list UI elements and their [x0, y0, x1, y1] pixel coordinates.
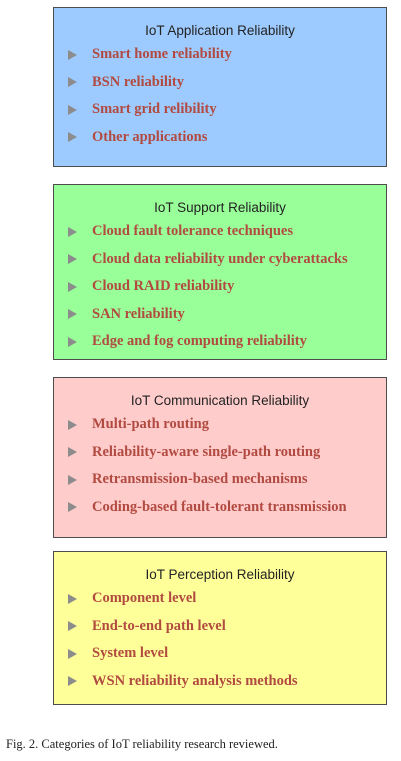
- triangle-bullet-icon: [68, 593, 77, 604]
- triangle-bullet-icon: [68, 648, 77, 659]
- triangle-bullet-icon: [68, 502, 77, 513]
- item-label: SAN reliability: [92, 305, 185, 322]
- list-item: End-to-end path level: [68, 613, 386, 641]
- list-item: Cloud fault tolerance techniques: [68, 218, 386, 246]
- item-label: Edge and fog computing reliability: [92, 333, 307, 350]
- list-item: System level: [68, 640, 386, 668]
- list-item: WSN reliability analysis methods: [68, 668, 386, 696]
- item-label: End-to-end path level: [92, 617, 226, 634]
- panel-title: IoT Support Reliability: [154, 200, 286, 215]
- list-item: BSN reliability: [68, 69, 386, 97]
- list-item: Component level: [68, 585, 386, 613]
- triangle-bullet-icon: [68, 49, 77, 60]
- list-item: Smart home reliability: [68, 41, 386, 69]
- list-item: Coding-based fault-tolerant transmission: [68, 494, 386, 522]
- triangle-bullet-icon: [68, 132, 77, 143]
- list-item: Reliability-aware single-path routing: [68, 439, 386, 467]
- triangle-bullet-icon: [68, 226, 77, 237]
- triangle-bullet-icon: [68, 254, 77, 265]
- panel-title: IoT Application Reliability: [145, 23, 295, 38]
- list-item: Smart grid relibility: [68, 96, 386, 124]
- triangle-bullet-icon: [68, 77, 77, 88]
- item-label: Coding-based fault-tolerant transmission: [92, 498, 347, 515]
- item-label: Multi-path routing: [92, 416, 209, 433]
- item-label: BSN reliability: [92, 73, 184, 90]
- panel-perception-reliability: IoT Perception Reliability Component lev…: [53, 551, 387, 705]
- item-label: Cloud RAID reliability: [92, 278, 235, 295]
- triangle-bullet-icon: [68, 336, 77, 347]
- item-label: Other applications: [92, 128, 208, 145]
- list-item: Cloud RAID reliability: [68, 273, 386, 301]
- item-label: Component level: [92, 590, 197, 607]
- list-item: Multi-path routing: [68, 411, 386, 439]
- item-label: Smart home reliability: [92, 46, 232, 63]
- triangle-bullet-icon: [68, 447, 77, 458]
- triangle-bullet-icon: [68, 281, 77, 292]
- panel-title: IoT Communication Reliability: [130, 393, 310, 408]
- figure-caption: Fig. 2. Categories of IoT reliability re…: [6, 737, 278, 751]
- triangle-bullet-icon: [68, 474, 77, 485]
- panel-communication-reliability: IoT Communication Reliability Multi-path…: [53, 377, 387, 538]
- panel-application-reliability: IoT Application Reliability Smart home r…: [53, 7, 387, 167]
- panel-support-reliability: IoT Support Reliability Cloud fault tole…: [53, 184, 387, 360]
- list-item: Edge and fog computing reliability: [68, 328, 386, 356]
- item-label: Reliability-aware single-path routing: [92, 443, 321, 460]
- triangle-bullet-icon: [68, 621, 77, 632]
- triangle-bullet-icon: [68, 676, 77, 687]
- panel-title: IoT Perception Reliability: [145, 567, 295, 582]
- triangle-bullet-icon: [68, 104, 77, 115]
- item-label: Cloud fault tolerance techniques: [92, 223, 293, 240]
- triangle-bullet-icon: [68, 309, 77, 320]
- list-item: Retransmission-based mechanisms: [68, 466, 386, 494]
- list-item: Cloud data reliability under cyberattack…: [68, 246, 386, 274]
- item-label: Retransmission-based mechanisms: [92, 471, 308, 488]
- item-label: System level: [92, 645, 169, 662]
- item-label: Cloud data reliability under cyberattack…: [92, 250, 348, 267]
- list-item: Other applications: [68, 124, 386, 152]
- triangle-bullet-icon: [68, 419, 77, 430]
- list-item: SAN reliability: [68, 301, 386, 329]
- item-label: WSN reliability analysis methods: [92, 672, 298, 689]
- item-label: Smart grid relibility: [92, 101, 217, 118]
